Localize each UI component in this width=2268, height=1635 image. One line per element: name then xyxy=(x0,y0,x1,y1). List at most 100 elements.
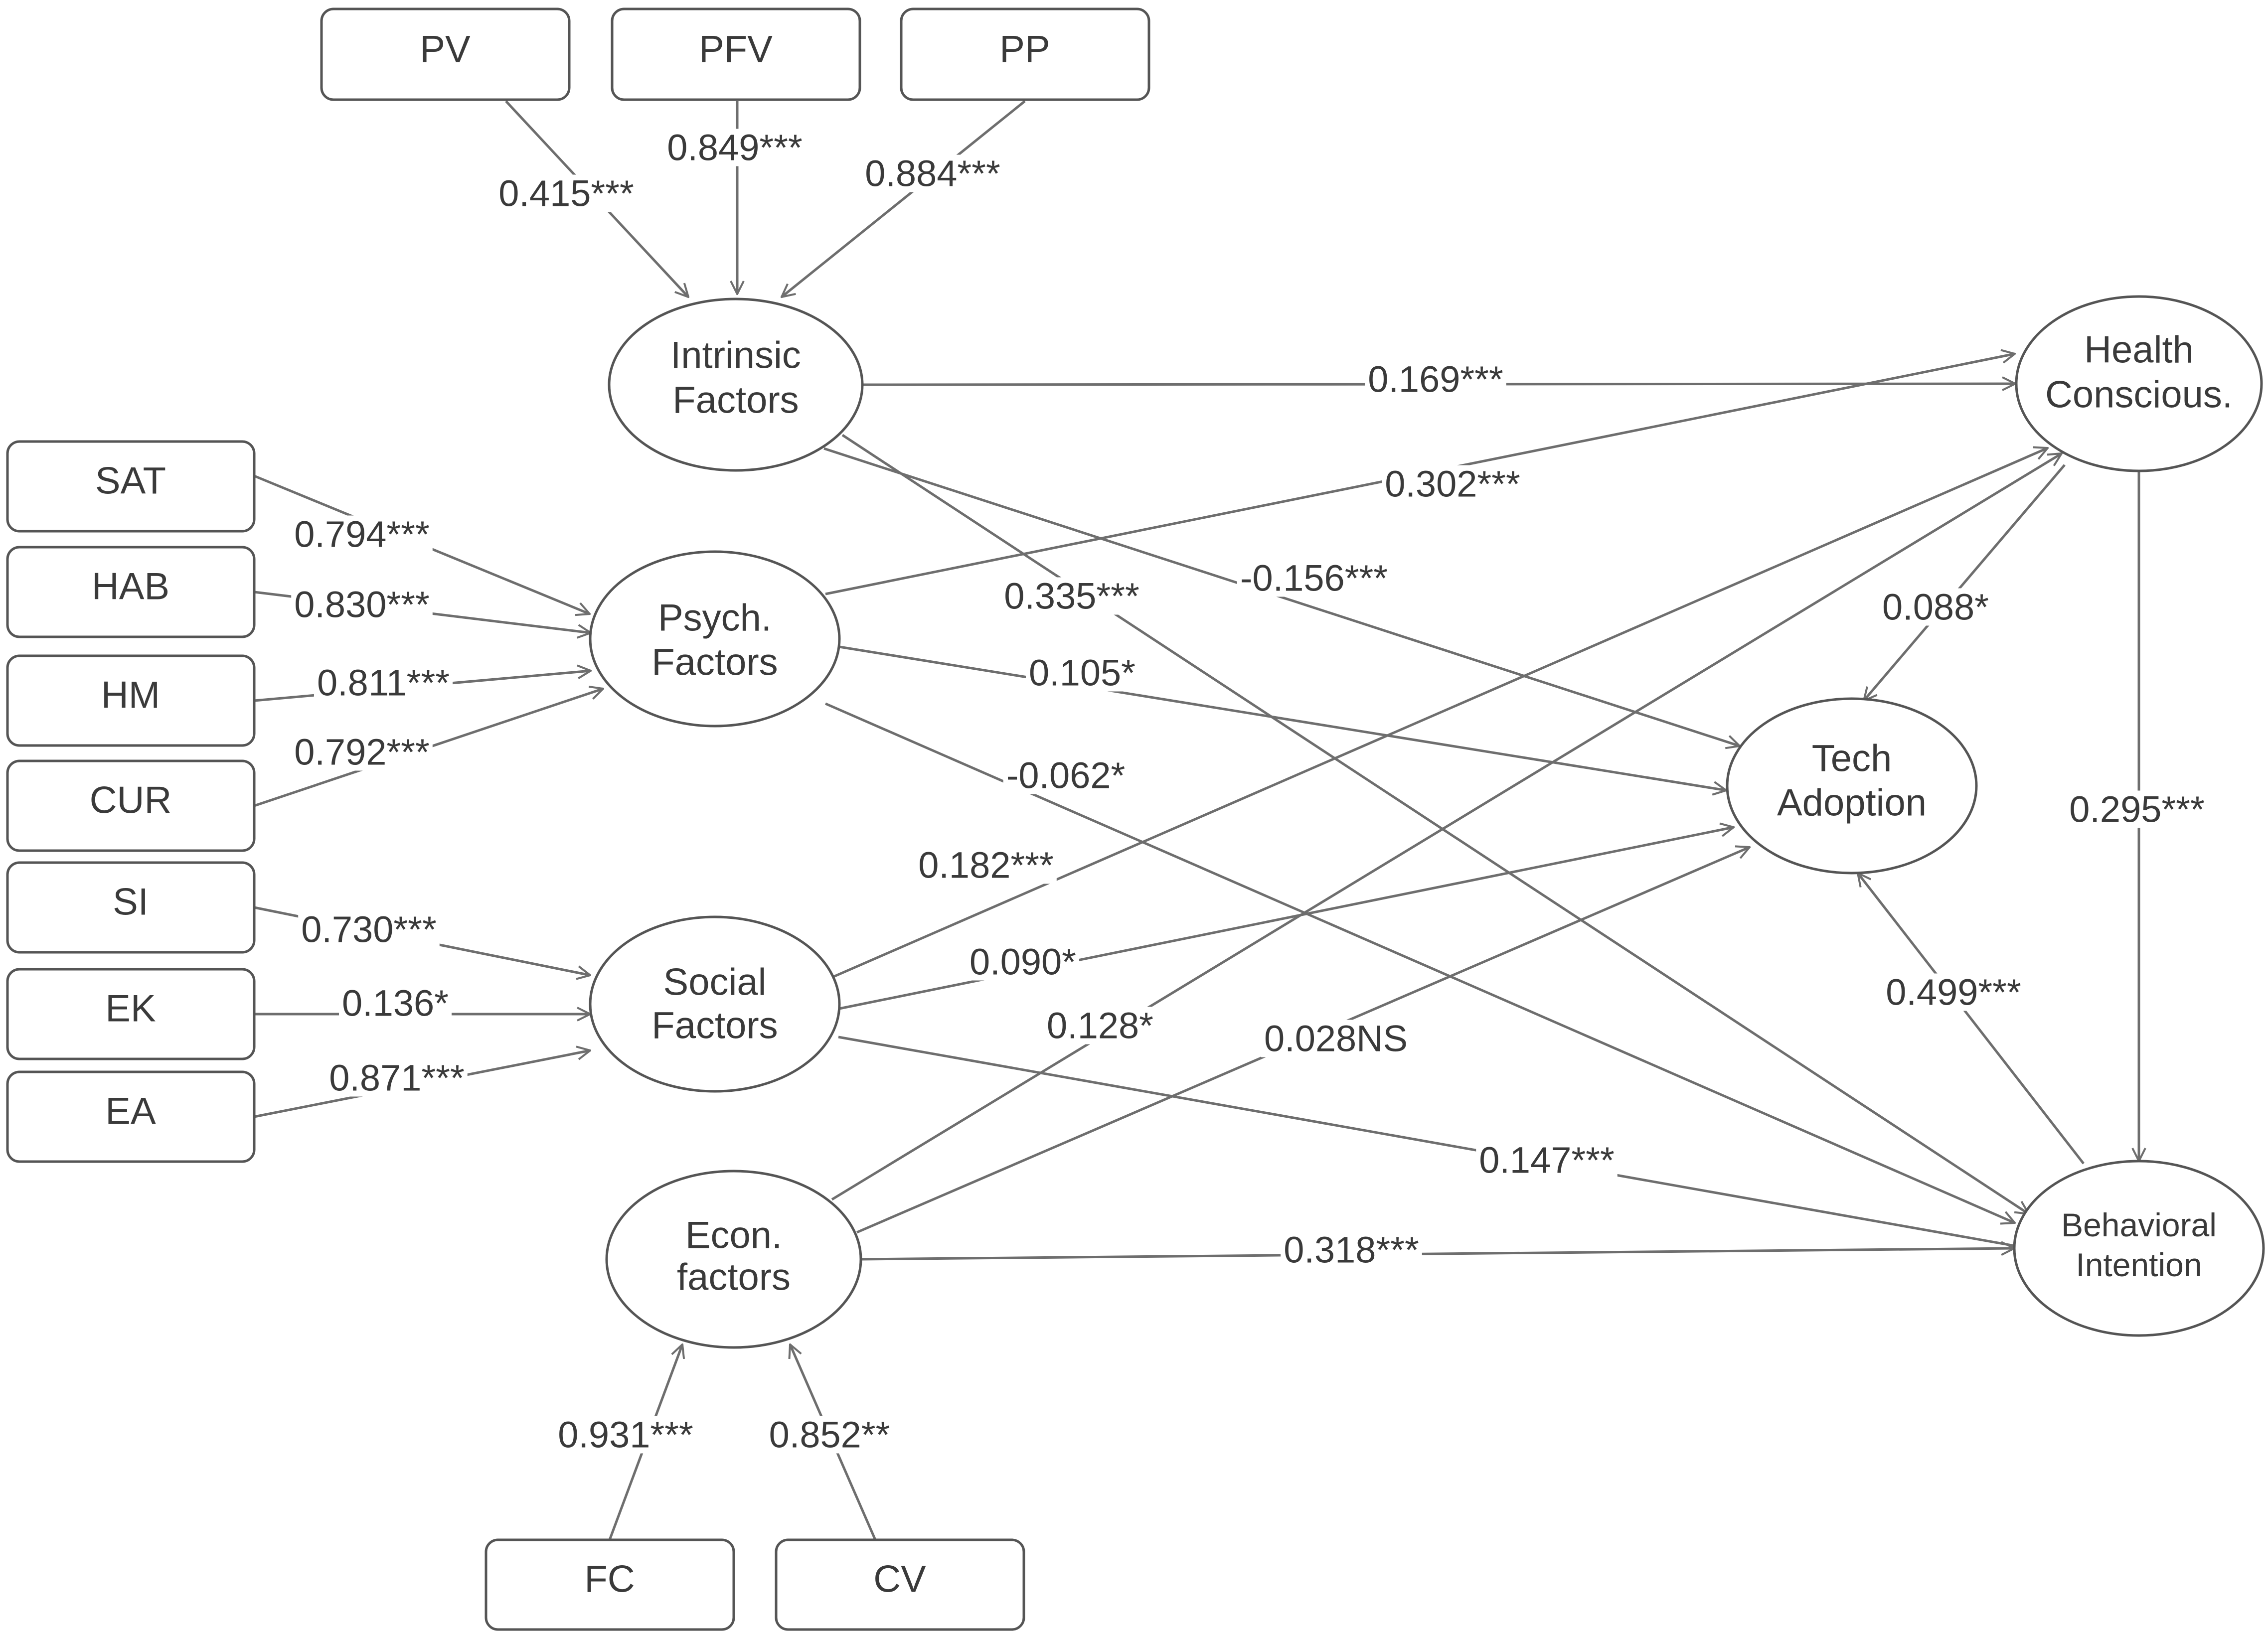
coefficient-HAB-to-psych: 0.830*** xyxy=(291,584,433,625)
svg-text:0.318***: 0.318*** xyxy=(1284,1229,1419,1271)
svg-text:0.128*: 0.128* xyxy=(1047,1005,1153,1046)
svg-text:Intrinsic: Intrinsic xyxy=(670,334,801,377)
svg-text:0.931***: 0.931*** xyxy=(558,1414,693,1456)
svg-text:0.088*: 0.088* xyxy=(1882,587,1989,628)
svg-text:PFV: PFV xyxy=(699,28,773,71)
coefficient-social-to-tech: 0.090* xyxy=(967,941,1079,983)
indicator-si: SI xyxy=(6,861,256,954)
indicator-cv: CV xyxy=(775,1538,1025,1631)
svg-text:Tech: Tech xyxy=(1812,738,1892,780)
svg-text:HAB: HAB xyxy=(92,566,169,608)
coefficient-psych-to-behavioral: -0.062* xyxy=(1003,755,1129,796)
arrow-social-to-health xyxy=(833,448,2048,978)
arrow-intrinsic-to-behavioral xyxy=(841,434,2029,1214)
arrow-behavioral-to-tech xyxy=(1858,873,2085,1165)
svg-text:0.136*: 0.136* xyxy=(342,983,449,1024)
indicator-hab: HAB xyxy=(6,546,256,638)
arrow-intrinsic-to-tech xyxy=(823,447,1740,746)
svg-text:Adoption: Adoption xyxy=(1777,782,1927,824)
svg-text:0.028NS: 0.028NS xyxy=(1264,1018,1408,1059)
svg-text:SI: SI xyxy=(113,881,149,923)
coefficient-intrinsic-to-health: 0.169*** xyxy=(1365,359,1506,400)
coefficient-EK-to-social: 0.136* xyxy=(339,983,452,1024)
coefficient-social-to-behavioral: 0.147*** xyxy=(1476,1140,1618,1181)
coefficient-social-to-health: 0.182*** xyxy=(915,845,1057,886)
svg-text:EK: EK xyxy=(105,988,156,1030)
svg-text:FC: FC xyxy=(584,1558,635,1601)
svg-text:0.730***: 0.730*** xyxy=(301,909,437,950)
indicator-pp: PP xyxy=(900,7,1150,101)
svg-text:HM: HM xyxy=(101,674,160,717)
indicator-ea: EA xyxy=(6,1070,256,1163)
indicator-fc: FC xyxy=(485,1538,735,1631)
svg-text:CV: CV xyxy=(873,1558,926,1601)
arrow-econ-to-health xyxy=(831,453,2062,1201)
svg-text:0.830***: 0.830*** xyxy=(294,584,430,625)
construct-econ-factors: Econ. factors xyxy=(605,1170,862,1349)
coefficient-econ-to-health: 0.128* xyxy=(1044,1005,1156,1046)
svg-text:PV: PV xyxy=(420,28,471,71)
indicator-pfv: PFV xyxy=(611,7,861,101)
svg-text:Factors: Factors xyxy=(672,379,799,422)
coefficient-intrinsic-to-behavioral: 0.335*** xyxy=(1001,576,1142,617)
svg-text:0.415***: 0.415*** xyxy=(498,173,634,214)
svg-text:CUR: CUR xyxy=(90,779,172,822)
svg-text:0.182***: 0.182*** xyxy=(918,845,1054,886)
coefficient-SAT-to-psych: 0.794*** xyxy=(291,514,433,555)
svg-text:PP: PP xyxy=(999,28,1050,71)
svg-text:Health: Health xyxy=(2084,329,2194,371)
coefficient-PP-to-intrinsic: 0.884*** xyxy=(862,153,1003,194)
svg-text:0.090*: 0.090* xyxy=(970,941,1076,983)
svg-text:0.811***: 0.811*** xyxy=(317,662,450,704)
coefficient-intrinsic-to-tech: -0.156*** xyxy=(1237,558,1391,599)
arrow-econ-to-behavioral xyxy=(860,1248,2014,1261)
svg-text:Econ.: Econ. xyxy=(685,1214,782,1257)
svg-text:-0.062*: -0.062* xyxy=(1006,755,1126,796)
coefficient-EA-to-social: 0.871*** xyxy=(326,1057,468,1099)
svg-text:0.884***: 0.884*** xyxy=(865,153,1000,194)
coefficient-SI-to-social: 0.730*** xyxy=(298,909,440,950)
coefficient-CUR-to-psych: 0.792*** xyxy=(291,732,433,773)
arrow-social-to-behavioral xyxy=(838,1036,2029,1248)
svg-text:0.852**: 0.852** xyxy=(769,1414,890,1456)
svg-text:Behavioral: Behavioral xyxy=(2061,1206,2217,1243)
coefficient-HM-to-psych: 0.811*** xyxy=(314,662,453,704)
svg-text:Psych.: Psych. xyxy=(658,597,772,639)
svg-text:Factors: Factors xyxy=(651,641,778,684)
coefficient-behavioral-to-tech: 0.499*** xyxy=(1883,972,2024,1013)
construct-health-conscious: Health Conscious. xyxy=(2015,295,2263,472)
indicator-ek: EK xyxy=(6,968,256,1060)
construct-behavioral-intention: Behavioral Intention xyxy=(2013,1160,2265,1337)
svg-text:0.295***: 0.295*** xyxy=(2069,789,2205,830)
svg-text:0.792***: 0.792*** xyxy=(294,732,430,773)
indicator-sat: SAT xyxy=(6,440,256,533)
svg-text:Factors: Factors xyxy=(651,1005,778,1047)
arrow-health-to-tech xyxy=(1864,464,2066,701)
svg-text:0.147***: 0.147*** xyxy=(1479,1140,1615,1181)
coefficient-PV-to-intrinsic: 0.415*** xyxy=(495,173,637,214)
indicator-pv: PV xyxy=(320,7,571,101)
coefficient-health-to-behavioral: 0.295*** xyxy=(2066,789,2208,830)
construct-tech-adoption: Tech Adoption xyxy=(1726,697,1978,875)
constructs: PV PFV PP SAT HAB HM CUR SI xyxy=(6,7,2265,1631)
svg-text:0.794***: 0.794*** xyxy=(294,514,430,555)
coefficient-econ-to-tech: 0.028NS xyxy=(1261,1018,1411,1059)
arrow-PP-to-intrinsic xyxy=(782,100,1026,297)
coefficient-CV-to-econ: 0.852** xyxy=(766,1414,893,1456)
svg-text:EA: EA xyxy=(105,1090,156,1133)
svg-text:Intention: Intention xyxy=(2076,1246,2202,1283)
indicator-cur: CUR xyxy=(6,759,256,852)
coefficient-psych-to-health: 0.302*** xyxy=(1382,463,1523,505)
coefficient-FC-to-econ: 0.931*** xyxy=(555,1414,696,1456)
path-coefficients: 0.415*** 0.849*** 0.884*** 0.794*** 0.830***… xyxy=(291,127,2208,1456)
arrow-psych-to-tech xyxy=(839,645,1726,790)
svg-text:0.871***: 0.871*** xyxy=(329,1057,465,1099)
svg-text:0.335***: 0.335*** xyxy=(1004,576,1139,617)
svg-text:factors: factors xyxy=(677,1256,791,1299)
svg-text:0.169***: 0.169*** xyxy=(1368,359,1503,400)
svg-text:0.849***: 0.849*** xyxy=(667,127,803,168)
svg-text:0.105*: 0.105* xyxy=(1029,652,1135,694)
construct-social-factors: Social Factors xyxy=(589,915,841,1093)
coefficient-psych-to-tech: 0.105* xyxy=(1026,652,1138,694)
